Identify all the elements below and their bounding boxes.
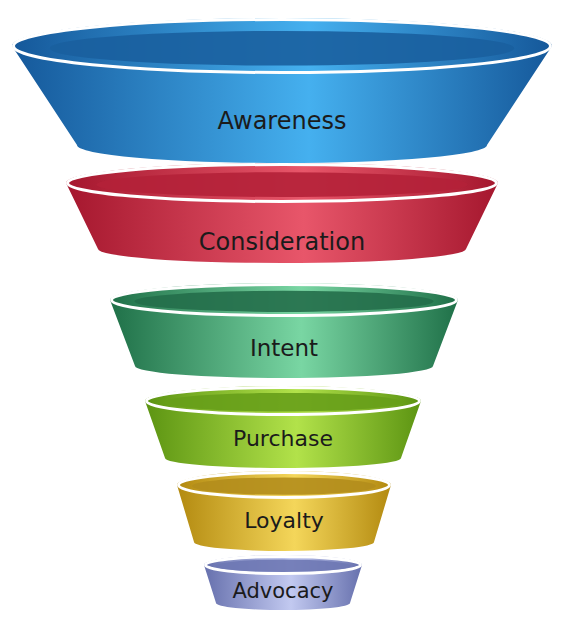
- band-rim: [68, 165, 497, 202]
- band-opening: [50, 31, 514, 66]
- band-body: [110, 283, 458, 378]
- funnel-stage: Advocacy: [204, 555, 362, 610]
- band-body: [177, 471, 391, 551]
- band-body: [145, 386, 421, 468]
- band-rim: [206, 557, 361, 574]
- band-rim: [147, 388, 420, 415]
- band-body: [12, 18, 552, 163]
- stage-label: Loyalty: [177, 508, 391, 534]
- band-opening: [215, 560, 351, 572]
- band-opening: [96, 172, 468, 197]
- funnel-stage: Loyalty: [177, 471, 391, 551]
- band-opening: [164, 393, 401, 412]
- band-opening: [134, 291, 433, 312]
- funnel-band-shape: [110, 283, 458, 378]
- stage-label: Advocacy: [204, 579, 362, 604]
- stage-label: Awareness: [12, 107, 552, 136]
- funnel-stage: Purchase: [145, 386, 421, 468]
- band-opening: [192, 477, 376, 494]
- band-body: [66, 163, 498, 263]
- stage-label: Consideration: [66, 228, 498, 257]
- stage-label: Intent: [110, 335, 458, 363]
- funnel-stage: Awareness: [12, 18, 552, 163]
- band-rim: [14, 20, 551, 73]
- band-rim: [179, 473, 390, 498]
- funnel-stage: Consideration: [66, 163, 498, 263]
- stage-label: Purchase: [145, 426, 421, 452]
- band-rim: [112, 285, 457, 316]
- funnel-band-shape: [12, 18, 552, 163]
- funnel-stage: Intent: [110, 283, 458, 378]
- band-body: [204, 555, 362, 610]
